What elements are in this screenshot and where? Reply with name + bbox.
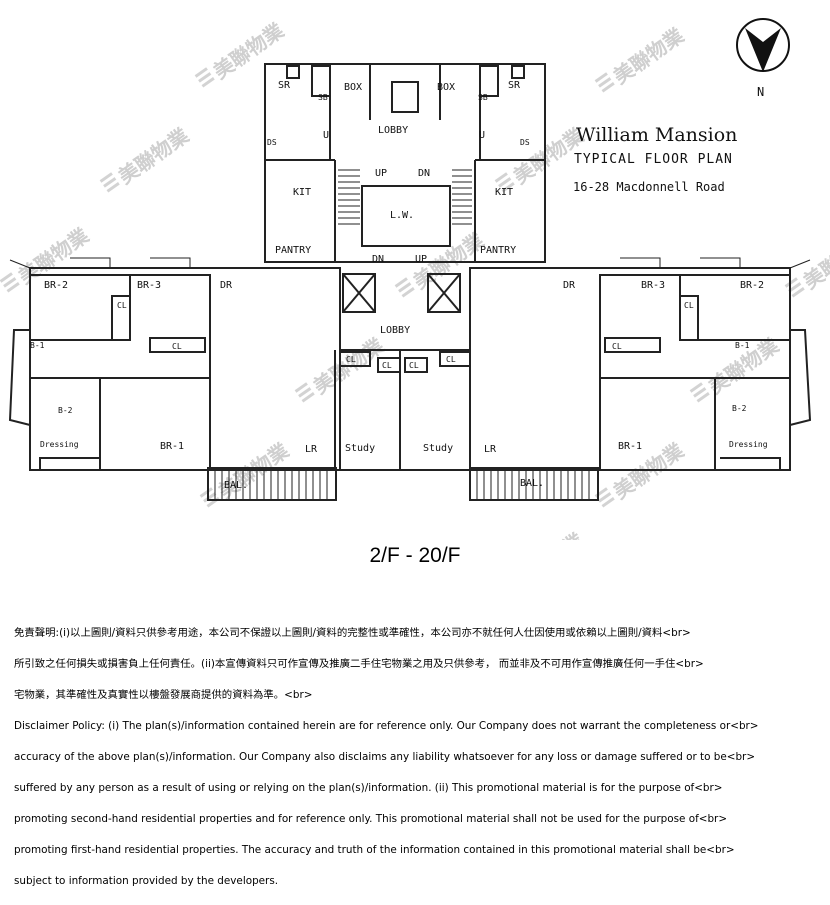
room-ds-left: DS [267,138,277,147]
room-b1-left: B-1 [30,341,45,350]
room-bal-left: BAL. [224,480,248,491]
watermark-text: 美聯物業 [114,123,194,189]
room-box-left: BOX [344,82,362,93]
room-dressing-left: Dressing [40,440,79,449]
floor-plan: 美聯物業 美聯物業 美聯物業 美聯物業 美聯物業 美聯物業 美聯物業 美聯物業 [0,18,830,540]
watermark-text: 美聯物業 [14,223,94,289]
room-labels: SR SB BOX BOX SB SR LOBBY U U DS DS UP D… [30,80,768,491]
plan-subtitle: TYPICAL FLOOR PLAN [574,152,733,167]
disclaimer-line: promoting first-hand residential propert… [14,843,735,856]
room-br3-right: BR-3 [641,280,665,291]
balcony-hatching [9,257,811,501]
watermark-text: 美聯物業 [799,228,830,294]
room-ds-right: DS [520,138,530,147]
room-sr-right: SR [508,80,521,91]
room-br2-right: BR-2 [740,280,764,291]
disclaimer-line: suffered by any person as a result of us… [14,781,723,794]
room-dr-right: DR [563,280,576,291]
disclaimer-line: 宅物業，其準確性及真實性以樓盤發展商提供的資料為準。<br> [14,688,313,701]
plan-address: 16-28 Macdonnell Road [573,180,725,194]
room-b1-right: B-1 [735,341,750,350]
room-lw: L.W. [390,210,414,221]
room-br1-right: BR-1 [618,441,642,452]
disclaimer-line: 免責聲明:(i)以上圖則/資料只供參考用途，本公司不保證以上圖則/資料的完整性或… [14,626,691,639]
room-bal-right: BAL. [520,478,544,489]
room-cl-mid-c: CL [409,361,419,370]
room-pantry-right: PANTRY [480,245,516,256]
room-cl-left-a: CL [117,301,127,310]
room-kit-left: KIT [293,187,311,198]
disclaimer-line: 所引致之任何損失或損害負上任何責任。(ii)本宣傳資料只可作宣傳及推廣二手住宅物… [14,657,704,670]
room-br2-left: BR-2 [44,280,68,291]
north-arrow-icon: N [736,18,790,99]
watermark-logos: 美聯物業 美聯物業 美聯物業 美聯物業 美聯物業 美聯物業 美聯物業 美聯物業 [0,18,830,540]
room-b2-right: B-2 [732,404,747,413]
room-study-right: Study [423,443,453,454]
room-box-right: BOX [437,82,455,93]
room-pantry-left: PANTRY [275,245,311,256]
room-dn-mid: DN [372,254,384,265]
disclaimer-line: subject to information provided by the d… [14,874,279,887]
disclaimer-line: Disclaimer Policy: (i) The plan(s)/infor… [14,719,759,732]
room-u-right: U [479,130,485,141]
room-sb-left: SB [318,93,328,102]
watermark-text: 美聯物業 [509,528,589,540]
plan-title: William Mansion [576,124,737,146]
watermark-text: 美聯物業 [209,18,289,84]
room-br3-left: BR-3 [137,280,161,291]
room-sb-right: SB [478,93,488,102]
room-cl-right-b: CL [612,342,622,351]
room-lobby-top: LOBBY [378,125,408,136]
room-u-left: U [323,130,329,141]
room-dressing-right: Dressing [729,440,768,449]
room-cl-mid-b: CL [382,361,392,370]
room-cl-left-b: CL [172,342,182,351]
room-up-top: UP [375,168,387,179]
room-lobby-main: LOBBY [380,325,410,336]
room-cl-right-a: CL [684,301,694,310]
building-walls [8,63,812,471]
room-sr-left: SR [278,80,291,91]
floor-range-label: 2/F - 20/F [369,544,461,567]
disclaimer: 免責聲明:(i)以上圖則/資料只供參考用途，本公司不保證以上圖則/資料的完整性或… [14,610,824,905]
room-cl-mid-d: CL [446,355,456,364]
room-dr-left: DR [220,280,233,291]
room-cl-mid-a: CL [346,355,356,364]
north-label: N [757,85,764,99]
disclaimer-line: accuracy of the above plan(s)/informatio… [14,750,756,763]
room-up-mid: UP [415,254,427,265]
watermark-text: 美聯物業 [609,23,689,89]
room-dn-top: DN [418,168,430,179]
room-study-left: Study [345,443,375,454]
room-lr-left: LR [305,444,318,455]
room-kit-right: KIT [495,187,513,198]
disclaimer-line: promoting second-hand residential proper… [14,812,728,825]
room-b2-left: B-2 [58,406,73,415]
room-br1-left: BR-1 [160,441,184,452]
room-lr-right: LR [484,444,497,455]
